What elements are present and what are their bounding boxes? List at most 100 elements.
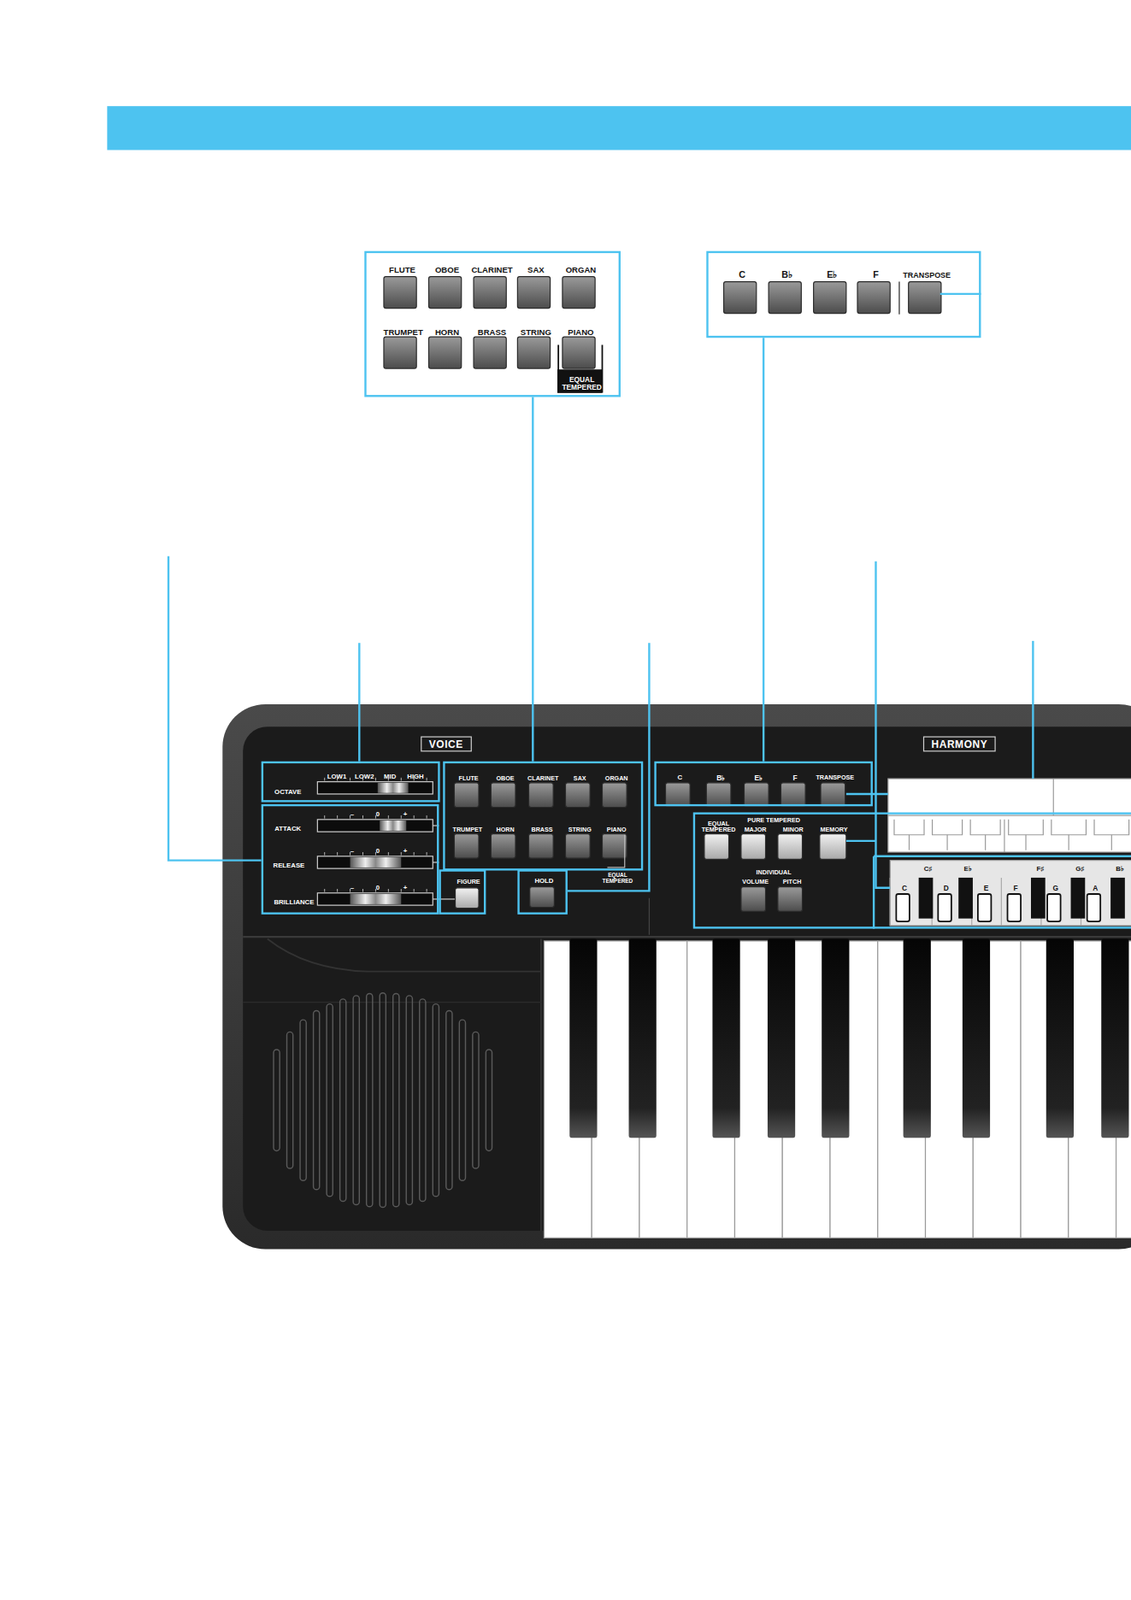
slider-controls — [379, 820, 407, 831]
panel-label: F — [793, 774, 798, 782]
memory-display — [1053, 778, 1055, 816]
panel-label: + — [403, 811, 408, 819]
panel-label: HORN — [496, 826, 515, 833]
piano-keys — [903, 939, 931, 1139]
buttons — [665, 783, 691, 807]
buttons — [908, 282, 942, 314]
slider-ticks — [336, 889, 338, 893]
speaker-grille — [485, 1049, 492, 1151]
button-label: ORGAN — [565, 266, 597, 276]
button-label: STRING — [520, 328, 552, 337]
panel-label: OCTAVE — [274, 789, 301, 796]
memory-display — [888, 778, 1131, 853]
buttons — [565, 834, 591, 860]
panel-label: RELEASE — [273, 862, 306, 870]
panel-label: EQUAL TEMPERED — [599, 872, 637, 885]
speaker-grille — [446, 1011, 453, 1190]
panel-label: E♭ — [964, 865, 972, 873]
slider-ticks — [413, 815, 415, 819]
buttons — [820, 783, 846, 807]
piano-keys — [629, 939, 657, 1139]
buttons — [813, 282, 847, 314]
panel-label: EQUAL TEMPERED — [698, 820, 740, 834]
panel-label: LOW1 — [327, 773, 347, 781]
piano-keys — [962, 939, 990, 1139]
slider-controls — [317, 819, 433, 832]
callout-background — [364, 251, 981, 398]
panel-label: – — [350, 884, 354, 892]
panel-label: B♭ — [1115, 865, 1124, 873]
panel-label: HOLD — [534, 877, 554, 885]
callout-box: FLUTEOBOECLARINETSAXORGANTRUMPETHORNBRAS… — [364, 251, 621, 398]
slider-ticks — [336, 815, 338, 819]
slider-ticks — [400, 889, 402, 893]
panel-label: SAX — [573, 775, 587, 782]
buttons — [741, 834, 766, 861]
harmony-outline — [872, 856, 875, 930]
mini-keyboard — [889, 877, 1126, 926]
slider-ticks — [426, 815, 428, 819]
slider-ticks — [400, 815, 402, 819]
panel-label: – — [350, 811, 354, 819]
slider-controls — [377, 783, 409, 794]
panel-label: 0 — [376, 884, 380, 892]
panel-label: B♭ — [716, 774, 725, 782]
panel-label: 0 — [376, 848, 380, 855]
slider-ticks — [388, 889, 389, 893]
panel-section: EQUAL TEMPEREDPURE TEMPEREDMAJORMINORMEM… — [693, 812, 1131, 929]
memory-display — [1111, 835, 1113, 851]
memory-display — [970, 819, 1001, 836]
slider-ticks — [426, 852, 428, 856]
memory-display — [888, 778, 1131, 853]
panel-label: HIGH — [406, 773, 424, 781]
slider-controls — [317, 782, 433, 795]
speaker-grille — [472, 1031, 479, 1169]
mini-keyboard — [977, 894, 992, 922]
button-label: OBOE — [435, 266, 460, 276]
section-title: HARMONY — [923, 736, 996, 753]
piano-keys — [569, 939, 597, 1139]
buttons — [530, 887, 555, 908]
mini-keyboard — [1007, 894, 1022, 922]
piano-keys — [712, 939, 740, 1139]
panel-section: FLUTEOBOECLARINETSAXORGANTRUMPETHORNBRAS… — [442, 761, 643, 872]
buttons — [453, 783, 479, 808]
slider-ticks — [426, 777, 428, 782]
panel-label: MINOR — [783, 826, 804, 833]
panel-label: BRASS — [530, 826, 553, 833]
memory-display — [894, 819, 925, 836]
slider-ticks — [426, 889, 428, 893]
memory-display — [894, 819, 1130, 851]
button-label: F — [872, 270, 879, 281]
callout-background — [898, 282, 900, 315]
panel-label: VOLUME — [742, 878, 769, 885]
buttons — [383, 276, 942, 913]
buttons — [517, 276, 550, 309]
button-label: HORN — [435, 328, 460, 337]
speaker-grille — [300, 1019, 307, 1181]
memory-display — [1003, 819, 1005, 853]
panel-label: C — [901, 884, 908, 892]
buttons — [428, 336, 461, 369]
leader-line — [846, 793, 889, 796]
leader-line — [168, 556, 262, 861]
panel-label: INDIVIDUAL — [756, 869, 792, 876]
slider-ticks — [413, 889, 415, 893]
slider-controls — [317, 856, 433, 869]
leader-line — [762, 337, 765, 762]
piano-keys — [1101, 939, 1129, 1139]
buttons — [601, 834, 627, 860]
buttons — [565, 783, 591, 808]
panel-label: C♯ — [924, 865, 932, 873]
memory-display — [1068, 835, 1070, 851]
speaker-grille — [419, 999, 426, 1202]
memory-display — [984, 835, 986, 851]
slider-controls — [350, 894, 402, 905]
keyboard-body — [267, 939, 542, 972]
button-label: TRANSPOSE — [902, 271, 951, 280]
buttons — [743, 783, 769, 807]
buttons — [780, 783, 806, 807]
panel-label: FIGURE — [457, 878, 481, 885]
keyboard-body — [540, 939, 542, 1232]
